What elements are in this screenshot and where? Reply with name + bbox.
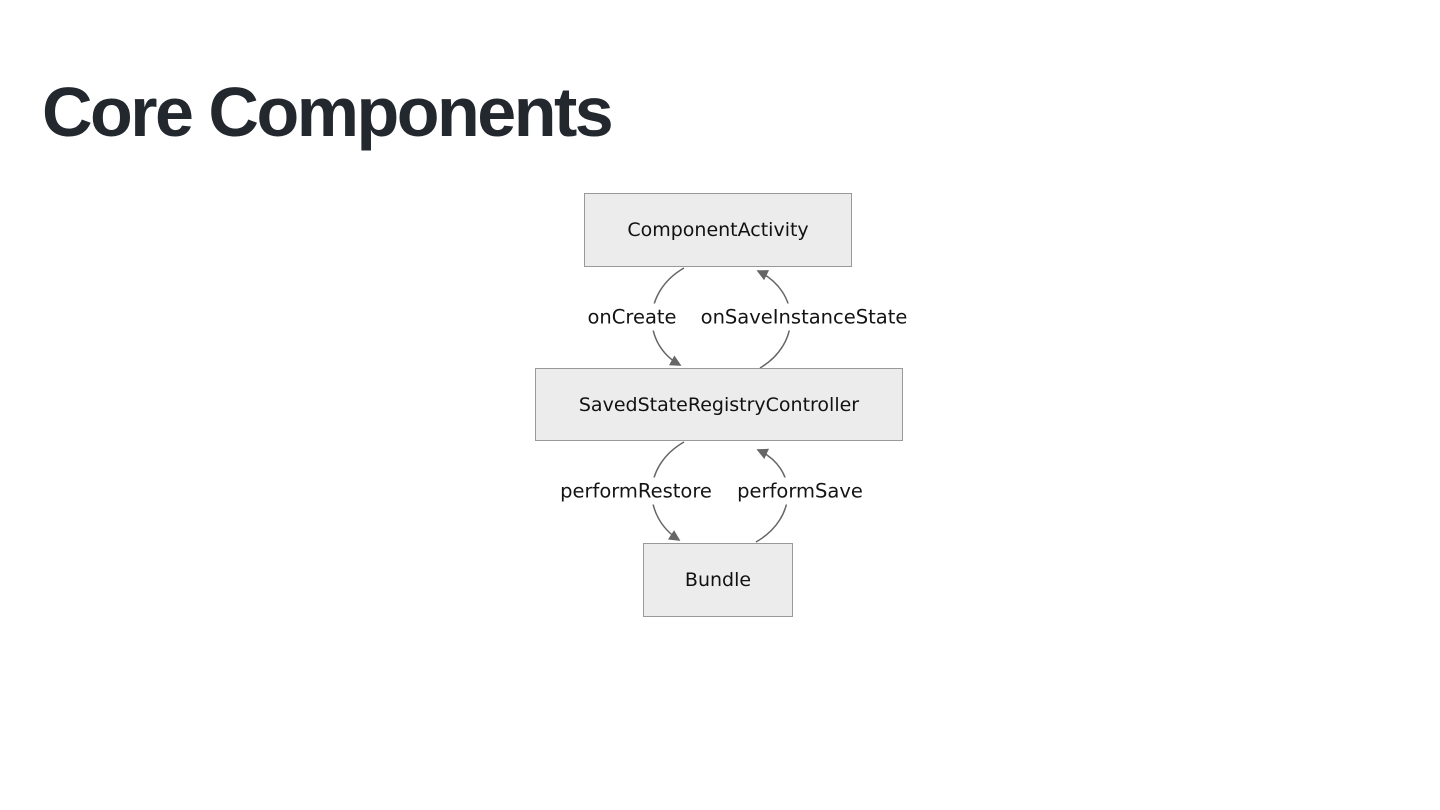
edge-label-oncreate: onCreate xyxy=(582,303,682,331)
edge-label-performsave: performSave xyxy=(732,477,868,505)
node-saved-state-registry-controller-label: SavedStateRegistryController xyxy=(578,393,860,416)
node-saved-state-registry-controller: SavedStateRegistryController xyxy=(535,368,903,441)
node-bundle: Bundle xyxy=(643,543,793,617)
edge-label-onsaveinstancestate: onSaveInstanceState xyxy=(695,303,913,331)
node-bundle-label: Bundle xyxy=(684,569,752,591)
page-title: Core Components xyxy=(42,73,614,151)
edge-label-performrestore: performRestore xyxy=(555,477,717,505)
node-component-activity: ComponentActivity xyxy=(584,193,852,267)
node-component-activity-label: ComponentActivity xyxy=(627,219,809,241)
